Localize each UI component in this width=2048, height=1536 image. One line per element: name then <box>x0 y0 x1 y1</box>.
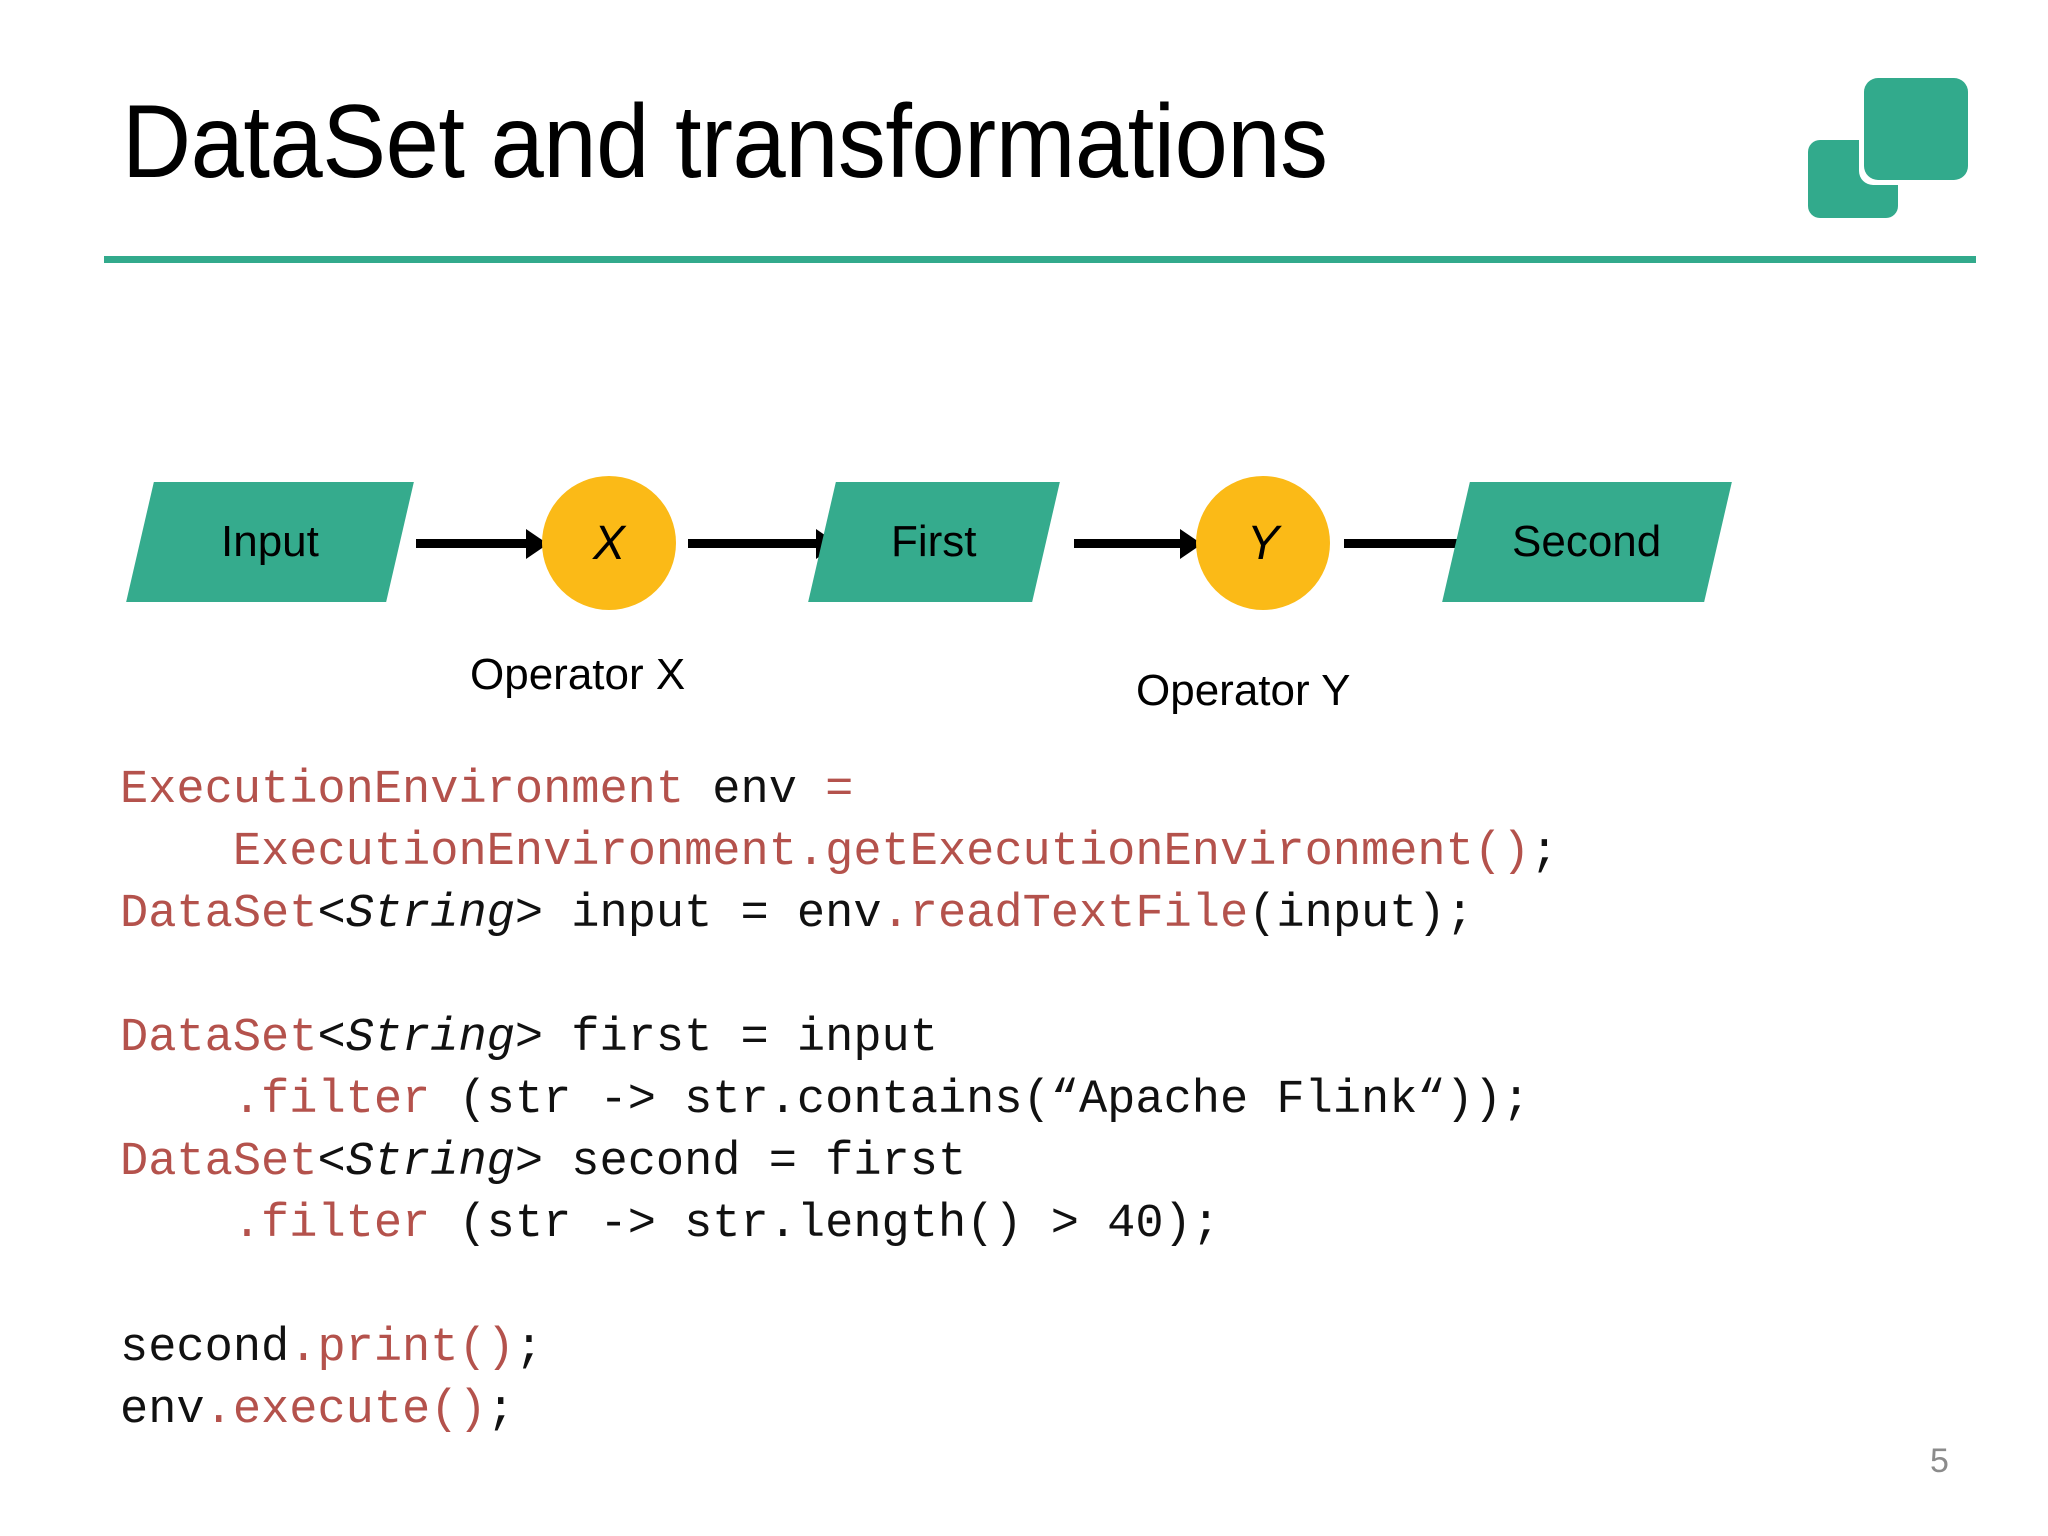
code-line-4-blank <box>120 946 1558 1008</box>
code-token-method: .print() <box>289 1322 515 1375</box>
code-token-indent <box>120 1198 233 1251</box>
page-title: DataSet and transformations <box>122 84 1328 200</box>
code-token-equals: = <box>825 764 854 817</box>
logo-square-front-icon <box>1864 78 1968 180</box>
code-line-8: .filter (str -> str.length() > 40); <box>120 1194 1558 1256</box>
code-block: ExecutionEnvironment env = ExecutionEnvi… <box>120 760 1558 1442</box>
code-token-indent <box>120 1074 233 1127</box>
dataset-node-second: Second <box>1442 482 1732 602</box>
code-token-assign: first = input <box>543 1012 938 1065</box>
code-token-call: ExecutionEnvironment.getExecutionEnviron… <box>232 826 1531 879</box>
code-token-method: .execute() <box>204 1384 487 1437</box>
dataset-node-input: Input <box>126 482 414 602</box>
code-token-semicolon: ; <box>486 1384 515 1437</box>
code-token-semicolon: ; <box>1530 826 1559 879</box>
flink-logo <box>1808 78 1968 218</box>
dataset-pipeline-diagram: Input X First Y Second Operator X Operat… <box>0 470 2048 720</box>
code-line-11: env.execute(); <box>120 1380 1558 1442</box>
code-token-indent <box>120 826 233 879</box>
page-number: 5 <box>1930 1442 1949 1480</box>
operator-node-x: X <box>542 476 676 610</box>
code-token-method: .filter <box>232 1074 431 1127</box>
code-line-1: ExecutionEnvironment env = <box>120 760 1558 822</box>
code-token-var: env <box>684 764 826 817</box>
arrow-first-to-y-icon <box>1074 539 1182 548</box>
dataset-node-first: First <box>808 482 1060 602</box>
code-token-type: ExecutionEnvironment <box>120 764 685 817</box>
dataset-node-first-label: First <box>891 517 977 566</box>
code-line-7: DataSet<String> second = first <box>120 1132 1558 1194</box>
operator-node-x-label: X <box>592 516 625 570</box>
code-token-semicolon: ; <box>514 1322 544 1375</box>
arrow-x-to-first-icon <box>688 539 818 548</box>
code-token-args: (str -> str.contains(“Apache Flink“)); <box>430 1074 1531 1127</box>
code-line-5: DataSet<String> first = input <box>120 1008 1558 1070</box>
arrow-y-to-second-icon <box>1344 539 1462 548</box>
operator-node-y: Y <box>1196 476 1330 610</box>
code-line-2: ExecutionEnvironment.getExecutionEnviron… <box>120 822 1559 884</box>
code-token-generic: <String> <box>317 1136 544 1189</box>
code-token-object: env <box>120 1384 205 1437</box>
code-token-assign: second = first <box>543 1136 967 1189</box>
code-token-method: .filter <box>232 1198 431 1251</box>
code-token-object: second <box>120 1322 290 1375</box>
code-token-generic: <String> <box>317 1012 544 1065</box>
operator-y-caption: Operator Y <box>1136 666 1351 715</box>
code-line-10: second.print(); <box>120 1318 1558 1380</box>
code-line-6: .filter (str -> str.contains(“Apache Fli… <box>120 1070 1558 1132</box>
code-token-args: (str -> str.length() > 40); <box>430 1198 1220 1251</box>
code-token-generic: <String> <box>317 888 544 941</box>
arrow-input-to-x-icon <box>416 539 528 548</box>
code-token-type: DataSet <box>120 1012 318 1065</box>
dataset-node-second-label: Second <box>1512 517 1662 566</box>
code-token-type: DataSet <box>120 1136 318 1189</box>
code-token-type: DataSet <box>120 888 318 941</box>
operator-x-caption: Operator X <box>470 650 686 699</box>
code-line-3: DataSet<String> input = env.readTextFile… <box>120 884 1558 946</box>
code-token-args: (input); <box>1248 888 1474 941</box>
dataset-node-input-label: Input <box>221 517 319 566</box>
code-token-method: .readTextFile <box>881 888 1249 941</box>
title-divider <box>104 256 1976 263</box>
code-token-assign: input = env <box>543 888 882 941</box>
code-line-9-blank <box>120 1256 1558 1318</box>
operator-node-y-label: Y <box>1246 516 1279 570</box>
